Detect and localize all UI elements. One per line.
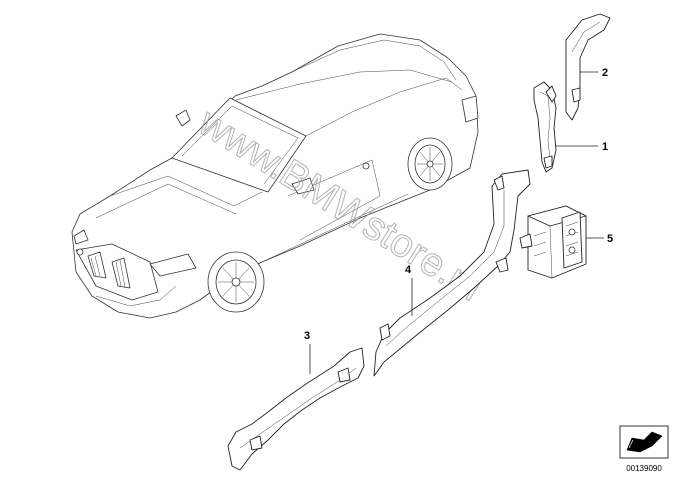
callout-1: 1 bbox=[602, 141, 608, 153]
part-3-channel bbox=[227, 347, 365, 471]
part-1-trim bbox=[533, 81, 557, 173]
part-5-control-unit bbox=[519, 205, 587, 279]
callout-5: 5 bbox=[607, 233, 613, 245]
callout-3: 3 bbox=[304, 330, 310, 342]
reference-number: 00139090 bbox=[626, 464, 662, 473]
callout-4: 4 bbox=[405, 264, 412, 276]
callout-2: 2 bbox=[602, 67, 608, 79]
car-outline-icon bbox=[71, 33, 479, 319]
reference-badge: 00139090 bbox=[619, 425, 669, 473]
part-4-channel bbox=[373, 169, 531, 377]
arrow-badge-icon bbox=[626, 431, 663, 453]
